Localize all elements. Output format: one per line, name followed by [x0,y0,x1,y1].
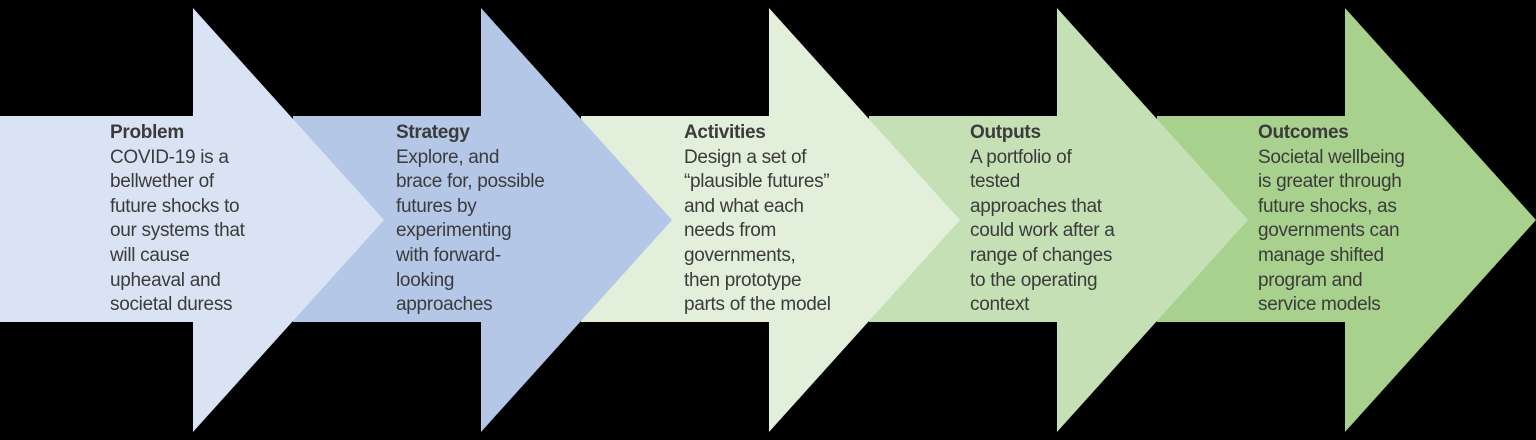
arrow-label-strategy: Strategy Explore, and brace for, possibl… [396,121,606,318]
arrow-label-outcomes: Outcomes Societal wellbeing is greater t… [1258,121,1468,318]
arrow-label-outputs: Outputs A portfolio of tested approaches… [970,121,1180,318]
arrow-body-outcomes: Societal wellbeing is greater through fu… [1258,146,1405,316]
arrow-shape-activities [581,8,960,432]
arrow-body-activities: Design a set of “plausible futures” and … [684,146,831,316]
arrow-shape-outcomes [1157,8,1536,432]
arrow-label-problem: Problem COVID-19 is a bellwether of futu… [110,121,320,318]
arrow-title-problem: Problem [110,122,184,143]
arrow-title-outputs: Outputs [970,122,1041,143]
arrow-body-problem: COVID-19 is a bellwether of future shock… [110,146,245,316]
arrow-title-outcomes: Outcomes [1258,122,1349,143]
arrow-shape-strategy [293,8,672,432]
arrow-shape-problem [0,8,384,432]
arrow-label-activities: Activities Design a set of “plausible fu… [684,121,894,318]
arrow-shape-outputs [869,8,1248,432]
arrow-body-strategy: Explore, and brace for, possible futures… [396,146,545,316]
arrow-title-activities: Activities [684,122,766,143]
arrow-body-outputs: A portfolio of tested approaches that co… [970,146,1115,316]
arrow-title-strategy: Strategy [396,122,470,143]
